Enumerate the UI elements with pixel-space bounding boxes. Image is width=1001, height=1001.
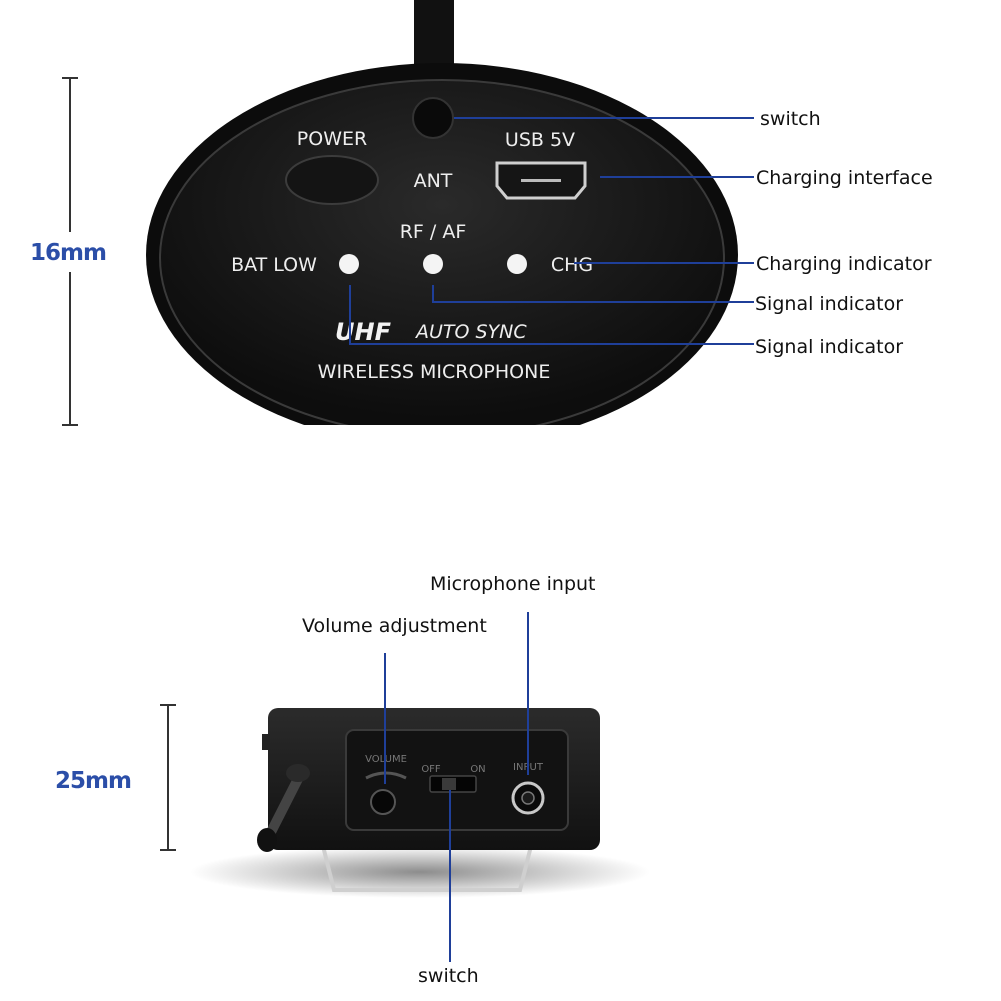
bottom-device: VOLUME OFF ON INPUT — [190, 708, 650, 898]
bottom-leader-lines — [384, 612, 529, 962]
switch-thumb[interactable] — [442, 778, 456, 790]
leader-signal-indicator-1 — [432, 285, 754, 303]
top-leader-lines — [349, 117, 754, 345]
callout-switch-bottom: switch — [418, 965, 479, 987]
antenna-joint — [286, 764, 310, 782]
dimension-16mm-bg — [28, 232, 112, 272]
dimension-25mm-bg — [50, 762, 136, 800]
chg-led — [507, 254, 527, 274]
power-label: POWER — [297, 128, 367, 150]
chg-label: CHG — [551, 254, 593, 276]
ant-label: ANT — [414, 170, 453, 192]
product-label: WIRELESS MICROPHONE — [318, 361, 551, 383]
belt-clip — [320, 841, 534, 892]
dimension-16mm-label: 16mm — [30, 240, 106, 266]
volume-knob-jack[interactable] — [370, 789, 396, 815]
rf-af-label: RF / AF — [400, 221, 467, 243]
antenna-tip — [257, 828, 277, 852]
callout-microphone-input: Microphone input — [430, 573, 596, 595]
callout-volume-adjustment: Volume adjustment — [302, 615, 487, 637]
usb-label: USB 5V — [505, 129, 575, 151]
rf-af-led — [423, 254, 443, 274]
callout-signal-indicator-1: Signal indicator — [755, 293, 903, 315]
auto-sync-label: AUTO SYNC — [414, 321, 527, 343]
leader-signal-indicator-2 — [349, 285, 754, 345]
callout-charging-interface: Charging interface — [756, 167, 933, 189]
off-label: OFF — [421, 764, 441, 775]
callout-charging-indicator: Charging indicator — [756, 253, 932, 275]
dimension-25mm-label: 25mm — [55, 768, 131, 794]
usb-port-slot — [521, 179, 561, 182]
on-label: ON — [470, 764, 485, 775]
dimension-25mm — [160, 704, 176, 851]
device-shadow — [190, 846, 650, 898]
bat-low-led — [339, 254, 359, 274]
callout-switch: switch — [760, 108, 821, 130]
mic-input-jack-core — [521, 791, 535, 805]
top-device: POWER ANT USB 5V RF / AF BAT LOW CHG UHF… — [146, 0, 738, 425]
bat-low-label: BAT LOW — [231, 254, 317, 276]
antenna-base — [412, 97, 454, 139]
antenna-stub — [263, 770, 305, 843]
brand-logo: UHF — [335, 318, 392, 346]
callout-signal-indicator-2: Signal indicator — [755, 336, 903, 358]
side-tab — [262, 734, 270, 750]
power-button[interactable] — [285, 155, 379, 205]
